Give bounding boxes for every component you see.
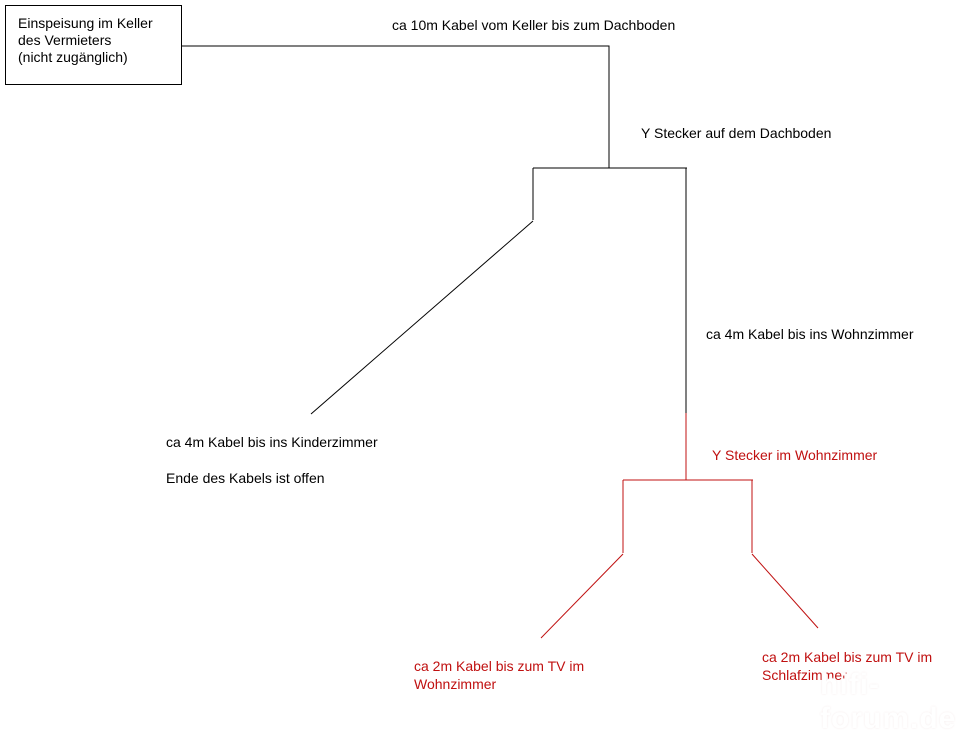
source-box: Einspeisung im Keller des Vermieters (ni… xyxy=(5,5,182,85)
cable-kids-room-diagonal xyxy=(310,220,534,415)
label-cable-living-room: ca 4m Kabel bis ins Wohnzimmer xyxy=(706,326,914,342)
source-line-3: (nicht zugänglich) xyxy=(18,49,128,65)
source-line-2: des Vermieters xyxy=(18,32,112,48)
cable-diagram xyxy=(181,45,819,639)
label-splitter-living-room: Y Stecker im Wohnzimmer xyxy=(712,447,878,463)
label-splitter-attic: Y Stecker auf dem Dachboden xyxy=(641,125,832,141)
label-tv-bedroom-2: Schlafzimmer xyxy=(762,667,847,683)
label-cable-end-open: Ende des Kabels ist offen xyxy=(166,470,325,486)
label-cable-kids-room: ca 4m Kabel bis ins Kinderzimmer xyxy=(166,434,378,450)
watermark: hifi-forum.de xyxy=(820,668,957,735)
label-tv-living-room-1: ca 2m Kabel bis zum TV im xyxy=(414,658,585,674)
cable-tv-bedroom-diagonal xyxy=(751,553,819,629)
label-tv-living-room-2: Wohnzimmer xyxy=(414,676,497,692)
cable-tv-living-diagonal xyxy=(540,553,624,639)
cable-basement-to-attic xyxy=(181,45,610,168)
label-cable-basement-attic: ca 10m Kabel vom Keller bis zum Dachbode… xyxy=(392,17,676,33)
label-tv-bedroom-1: ca 2m Kabel bis zum TV im xyxy=(762,649,933,665)
source-line-1: Einspeisung im Keller xyxy=(18,15,153,31)
